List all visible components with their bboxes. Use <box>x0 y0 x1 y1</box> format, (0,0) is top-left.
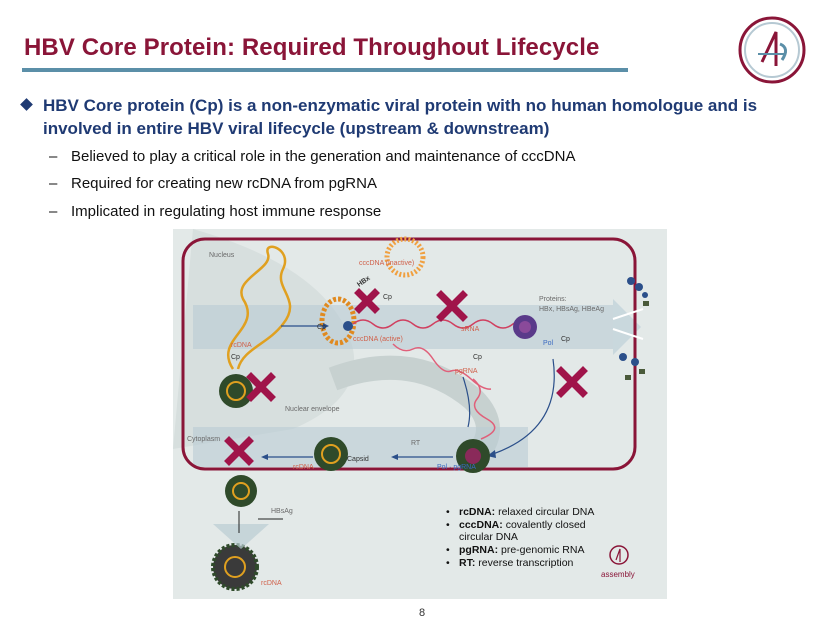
virion-particle <box>211 543 259 591</box>
sub-bullet-text: Believed to play a critical role in the … <box>71 148 576 165</box>
slide-title: HBV Core Protein: Required Throughout Li… <box>24 34 600 61</box>
sub-bullet: –Implicated in regulating host immune re… <box>49 203 382 220</box>
main-bullet-text: HBV Core protein (Cp) is a non-enzymatic… <box>43 96 758 138</box>
flow-arrow <box>492 358 555 455</box>
sub-bullet-text: Implicated in regulating host immune res… <box>71 203 382 220</box>
cccdna-inactive <box>384 236 426 278</box>
assembly-logo-icon <box>738 16 806 84</box>
label-cp: Cp <box>231 354 240 361</box>
label-cccdna-inactive: cccDNA (inactive) <box>359 260 414 267</box>
label-capsid: Capsid <box>347 456 369 463</box>
legend-item: rcDNA: relaxed circular DNA <box>444 506 614 518</box>
label-nuclear-envelope: Nuclear envelope <box>285 406 340 413</box>
capsid-particle <box>225 475 257 507</box>
egress-arrow <box>213 524 269 549</box>
band-arrowhead <box>613 299 641 355</box>
label-cccdna-active: cccDNA (active) <box>353 336 403 343</box>
label-hbsag: HBsAg <box>271 508 293 515</box>
block-x-icon <box>354 288 380 314</box>
label-pgrna: pgRNA <box>455 368 478 375</box>
hbv-lifecycle-figure: Nucleus Nuclear envelope Cytoplasm Prote… <box>173 229 667 599</box>
label-cytoplasm: Cytoplasm <box>187 436 220 443</box>
label-cp: Cp <box>317 324 326 331</box>
diamond-bullet-icon <box>20 98 33 111</box>
pol-pgrna-complex <box>513 315 537 339</box>
block-x-icon <box>436 290 468 322</box>
protein-clusters <box>619 277 648 366</box>
sub-bullet-text: Required for creating new rcDNA from pgR… <box>71 175 377 192</box>
label-rcdna-cytoplasm: rcDNA <box>293 464 314 471</box>
label-srna: sRNA <box>461 326 480 333</box>
main-bullet: HBV Core protein (Cp) is a non-enzymatic… <box>20 94 822 140</box>
legend-item: cccDNA: covalently closed circular DNA <box>444 519 614 543</box>
brand-text: assembly <box>601 570 635 579</box>
capsid-particle <box>219 374 253 408</box>
block-x-icon <box>556 366 588 398</box>
page-number: 8 <box>418 607 426 619</box>
label-cp: Cp <box>383 294 392 301</box>
block-x-icon <box>224 436 254 466</box>
sub-bullet: –Required for creating new rcDNA from pg… <box>49 175 377 192</box>
label-nucleus: Nucleus <box>209 252 235 259</box>
label-pol-pgrna: Pol · pgRNA <box>437 464 476 471</box>
label-rt: RT <box>411 440 421 447</box>
capsid-particle <box>314 437 348 471</box>
label-proteins: Proteins: <box>539 296 567 303</box>
label-proteins-list: HBx, HBsAg, HBeAg <box>539 306 604 313</box>
title-underline <box>22 68 628 72</box>
label-cp: Cp <box>473 354 482 361</box>
protein-export-arrows <box>612 308 644 340</box>
cccdna-active <box>319 296 357 346</box>
capsid-particle <box>456 439 490 473</box>
label-rcdna: rcDNA <box>231 342 252 349</box>
sub-bullet: –Believed to play a critical role in the… <box>49 148 576 165</box>
legend-item: pgRNA: pre-genomic RNA <box>444 544 614 556</box>
label-cp: Cp <box>561 336 570 343</box>
pgrna-strand <box>392 343 492 390</box>
label-pol: Pol <box>543 340 554 347</box>
rcdna-strand <box>226 245 292 370</box>
srna-strand <box>352 319 534 329</box>
lifecycle-diagram: Nucleus Nuclear envelope Cytoplasm Prote… <box>173 229 667 599</box>
block-x-icon <box>246 372 276 402</box>
legend-item: RT: reverse transcription <box>444 557 614 569</box>
abbreviation-legend: rcDNA: relaxed circular DNA cccDNA: cova… <box>444 506 614 570</box>
label-rcdna-virion: rcDNA <box>261 580 282 587</box>
